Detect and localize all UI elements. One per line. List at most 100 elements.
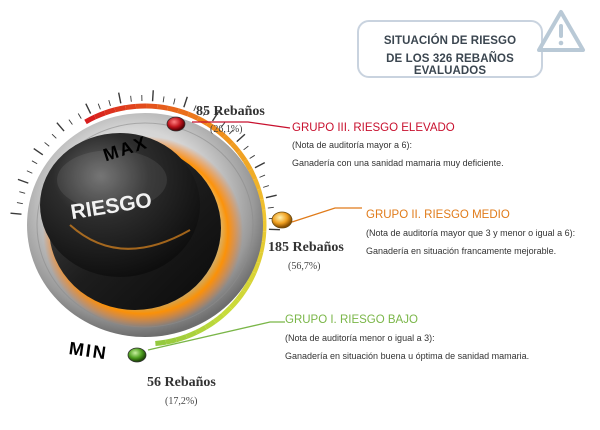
scale-arc-segment [255, 251, 264, 264]
min-label: MIN [68, 338, 109, 363]
scale-arc-segment [260, 209, 267, 221]
scale-tick [117, 92, 122, 104]
medium-pct: (56,7%) [288, 261, 321, 272]
scale-arc-segment [204, 319, 216, 330]
high-note-1: (Nota de auditoría mayor a 6): [292, 140, 413, 150]
low-note-2: Ganadería en situación buena u óptima de… [285, 351, 530, 361]
scale-ticks [10, 90, 280, 231]
scale-tick [108, 100, 111, 107]
scale-tick [97, 103, 101, 110]
scale-arc-segment [213, 313, 225, 324]
title-line-2: DE LOS 326 REBAÑOS EVALUADOS [386, 53, 514, 77]
scale-tick [193, 105, 197, 112]
medium-group-title: GRUPO II. RIESGO MEDIO [366, 209, 510, 221]
scale-arc-segment [236, 150, 248, 162]
scale-tick [68, 119, 73, 125]
scale-tick [56, 122, 65, 132]
scale-tick [19, 191, 26, 194]
low-pct: (17,2%) [165, 396, 198, 407]
scale-tick [211, 111, 220, 122]
medium-count: 185 Rebaños [268, 240, 344, 255]
scale-arc-segment [214, 127, 226, 139]
high-pct: (26,1%) [210, 124, 243, 135]
scale-tick [77, 113, 82, 119]
scale-arc-segment [124, 103, 137, 111]
scale-arc-segment [247, 271, 257, 284]
scale-arc-segment [258, 241, 266, 253]
leader-low [147, 321, 285, 351]
scale-arc-segment [242, 159, 253, 171]
scale-tick [10, 212, 22, 215]
scale-tick [228, 129, 234, 135]
scale-arc-segment [222, 134, 234, 146]
title-line-1: SITUACIÓN DE RIESGO [383, 35, 517, 47]
leader-medium [291, 207, 362, 223]
scale-tick [243, 145, 249, 151]
scale-arc-segment [177, 108, 190, 117]
scale-tick [31, 160, 38, 165]
scale-arc-segment [187, 111, 199, 121]
scale-arc-segment [103, 107, 116, 116]
medium-note-2: Ganadería en situación francamente mejor… [366, 246, 557, 256]
scale-tick [33, 147, 44, 156]
scale-tick [220, 122, 226, 128]
scale-arc [84, 103, 267, 347]
high-count: 85 Rebaños [196, 104, 265, 119]
scale-arc-segment [156, 104, 169, 111]
scale-tick [259, 174, 266, 178]
scale-arc-segment [256, 188, 264, 201]
scale-arc-segment [84, 114, 97, 125]
scale-tick [17, 178, 29, 184]
scale-tick [44, 142, 50, 147]
scale-tick [267, 206, 274, 209]
scale-tick [85, 103, 92, 114]
scale-arc-segment [205, 121, 218, 132]
led-medium [271, 211, 293, 229]
scale-arc-segment [258, 198, 266, 211]
scale-tick [236, 133, 246, 143]
scale-arc-segment [251, 261, 261, 274]
scale-tick [183, 96, 188, 108]
led-low [127, 347, 147, 363]
scale-tick [151, 90, 154, 102]
scale-arc-segment [241, 280, 252, 293]
high-note-2: Ganadería con una sanidad mamaria muy de… [292, 158, 504, 168]
scale-arc-segment [252, 178, 261, 190]
scale-tick [263, 185, 270, 188]
scale-tick [202, 110, 207, 116]
scale-tick [265, 194, 277, 199]
scale-arc-segment [195, 325, 207, 335]
scale-arc-segment [185, 330, 198, 339]
scale-arc-segment [155, 339, 167, 347]
scale-tick [16, 202, 23, 205]
scale-arc-segment [221, 305, 233, 317]
scale-arc-segment [230, 141, 241, 154]
scale-tick [130, 95, 132, 102]
scale-arc-segment [260, 231, 267, 243]
scale-arc-segment [248, 168, 258, 181]
scale-tick [249, 154, 255, 159]
scale-arc-segment [235, 289, 247, 302]
scale-arc-segment [167, 105, 179, 114]
medium-note-1: (Nota de auditoría mayor que 3 y menor o… [366, 228, 576, 238]
scale-tick [26, 170, 33, 174]
scale-tick [162, 96, 165, 103]
low-note-1: (Nota de auditoría menor o igual a 3): [285, 333, 435, 343]
scale-arc-segment [93, 110, 106, 120]
scale-arc-segment [196, 116, 209, 126]
warning-triangle-icon [537, 10, 585, 52]
scale-arc-segment [165, 337, 177, 345]
scale-arc-segment [175, 334, 188, 343]
low-count: 56 Rebaños [147, 375, 216, 390]
knob-cap [40, 133, 200, 277]
led-high [166, 116, 186, 132]
scale-arc-segment [114, 105, 126, 113]
scale-tick [254, 162, 266, 169]
leader-high [192, 121, 291, 129]
scale-arc-segment [146, 103, 158, 110]
high-group-title: GRUPO III. RIESGO ELEVADO [292, 122, 455, 134]
scale-tick [51, 133, 57, 139]
scale-tick [173, 98, 176, 105]
scale-arc-segment [228, 298, 240, 310]
